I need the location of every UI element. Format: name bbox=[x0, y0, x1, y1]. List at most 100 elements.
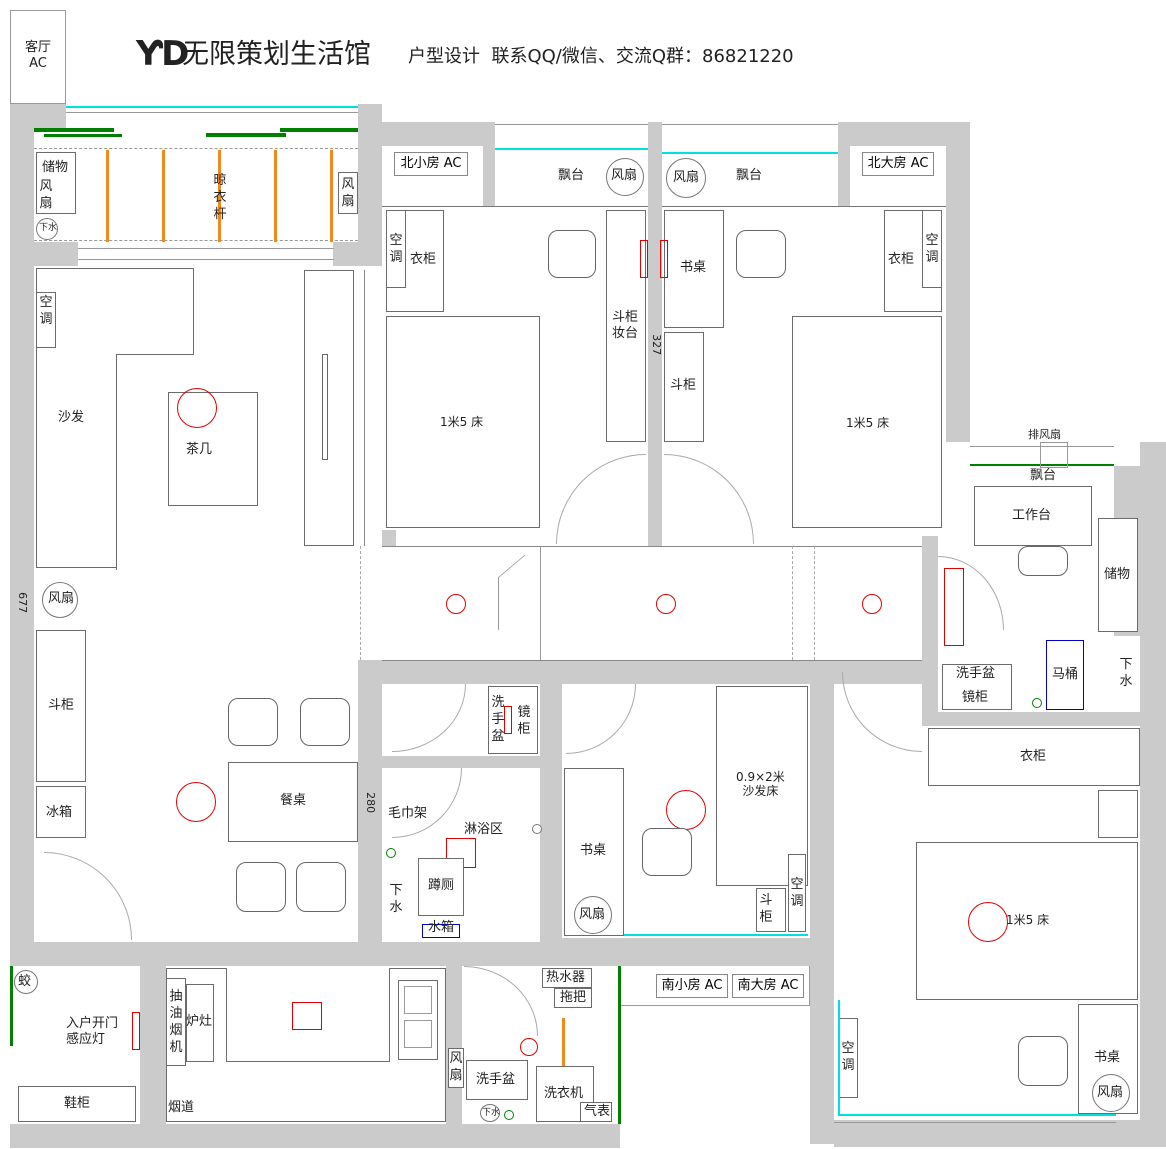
wall-entry-top bbox=[10, 942, 620, 966]
water-tank-label: 水箱 bbox=[428, 920, 455, 935]
study-window bbox=[624, 934, 808, 936]
side-cabinet-label: 斗柜 bbox=[48, 698, 75, 713]
sink-bowl-1 bbox=[404, 986, 432, 1014]
sofa-bed bbox=[716, 686, 808, 886]
wall-bed-bottom bbox=[382, 530, 396, 546]
master-ac-label: 空调 bbox=[841, 1041, 855, 1073]
wall-master-left bbox=[810, 994, 834, 1144]
bath-basin-label: 洗手盆 bbox=[491, 695, 505, 744]
bed2-ac bbox=[922, 210, 942, 288]
north-small-ac: 北小房 AC bbox=[394, 152, 468, 176]
corridor-light-1 bbox=[446, 594, 466, 614]
balcony-sliding-door bbox=[78, 248, 334, 260]
wall-corr-bottom bbox=[358, 660, 938, 684]
bed2-cabinet bbox=[664, 332, 704, 442]
bed1-top-wall bbox=[382, 206, 648, 207]
bath-vanity-switch bbox=[504, 706, 512, 734]
bay1-fan-label: 风扇 bbox=[611, 168, 638, 183]
bay2-fan bbox=[666, 158, 706, 198]
bed1-wardrobe-label: 衣柜 bbox=[410, 252, 437, 267]
wall-kitchen-right bbox=[446, 966, 462, 1124]
living-ac-unit bbox=[10, 10, 66, 104]
bed2-top-wall bbox=[662, 206, 946, 207]
chair-2 bbox=[300, 698, 350, 746]
study-fan-label: 风扇 bbox=[579, 907, 606, 922]
balcony-fan-right bbox=[338, 172, 358, 214]
bed1-dresser bbox=[606, 210, 646, 442]
brand-logo-mark: ƳD bbox=[136, 34, 189, 74]
corridor-light-2 bbox=[656, 594, 676, 614]
entry-door-switch bbox=[132, 1012, 140, 1050]
utility-basin bbox=[466, 1060, 528, 1100]
mop-label: 拖把 bbox=[560, 990, 587, 1005]
south-ac-area bbox=[620, 966, 810, 1006]
wall-master-bath-top bbox=[922, 536, 938, 726]
chair-1 bbox=[228, 698, 278, 746]
bed2-wardrobe-label: 衣柜 bbox=[888, 252, 915, 267]
wall-balcony-bottom bbox=[34, 242, 78, 266]
master-bed-label: 1米5 床 bbox=[1006, 913, 1050, 927]
wall-bottom bbox=[10, 1124, 620, 1148]
bed2-cabinet-label: 斗柜 bbox=[670, 378, 697, 393]
corridor-folding-door bbox=[498, 554, 525, 631]
drain-label: 下水 bbox=[39, 223, 58, 233]
sofa-label: 沙发 bbox=[58, 410, 85, 425]
master-bed bbox=[916, 842, 1138, 1000]
master-nightstand bbox=[1098, 790, 1138, 838]
exhaust-fan bbox=[1040, 442, 1068, 468]
sofa-bed-label: 0.9×2米 沙发床 bbox=[736, 770, 785, 799]
side-cabinet bbox=[36, 630, 86, 782]
wall-bath-mid bbox=[382, 756, 540, 768]
corridor-dash-3 bbox=[360, 546, 361, 660]
balcony-fan-left-label: 风扇 bbox=[39, 179, 53, 211]
ensuite-drain bbox=[1032, 698, 1042, 708]
study-ac-label: 空调 bbox=[790, 877, 804, 909]
living-fan-label: 风扇 bbox=[48, 591, 75, 606]
wall-right-bed2 bbox=[946, 122, 970, 442]
north-big-ac: 北大房 AC bbox=[862, 152, 934, 176]
rack-bar-3 bbox=[218, 150, 221, 242]
tea-light bbox=[177, 388, 217, 428]
utility-basin-label: 洗手盆 bbox=[476, 1072, 516, 1087]
entry-light-label: 入户开门 感应灯 bbox=[66, 1016, 119, 1047]
corridor-top bbox=[382, 546, 922, 547]
bay1-fan bbox=[606, 158, 644, 196]
wall-study-bottom bbox=[562, 938, 810, 966]
master-wardrobe bbox=[928, 728, 1140, 786]
dim-280: 280 bbox=[364, 792, 378, 814]
ensuite-basin-label: 洗手盆 bbox=[956, 666, 996, 681]
bed2-desk-label: 书桌 bbox=[680, 260, 707, 275]
bed1-dresser-label: 斗柜 妆台 bbox=[612, 310, 639, 341]
bed2-desk bbox=[664, 210, 724, 328]
dining-table-label: 餐桌 bbox=[280, 793, 307, 808]
master-door bbox=[842, 672, 922, 752]
washing-machine-label: 洗衣机 bbox=[544, 1086, 584, 1101]
study-cabinet bbox=[756, 888, 786, 932]
shower-head bbox=[532, 824, 542, 834]
corridor-light-3 bbox=[862, 594, 882, 614]
water-heater bbox=[542, 968, 592, 988]
exhaust-fan-label: 排风扇 bbox=[1028, 428, 1061, 441]
dining-table bbox=[228, 762, 358, 842]
study-light bbox=[666, 790, 706, 830]
tea-table-label: 茶几 bbox=[186, 442, 213, 457]
water-tank bbox=[422, 924, 460, 938]
study-door bbox=[566, 684, 636, 754]
wall-right-outer2 bbox=[1140, 442, 1166, 1147]
ensuite-storage bbox=[1098, 518, 1138, 632]
wall-balcony-bottom2 bbox=[333, 242, 382, 266]
study-chair bbox=[642, 828, 692, 876]
entry-small-cabinet bbox=[14, 970, 38, 994]
ensuite-toilet-label: 马桶 bbox=[1052, 667, 1079, 682]
wall-balcony-right bbox=[358, 104, 382, 256]
stove bbox=[186, 984, 214, 1062]
utility-light bbox=[520, 1038, 538, 1056]
bath-vanity bbox=[488, 686, 538, 754]
wall-master-bottom bbox=[834, 1120, 1140, 1147]
ensuite-light-bar bbox=[944, 568, 964, 646]
dim-327: 327 bbox=[650, 334, 664, 356]
mop-sink bbox=[554, 988, 592, 1008]
ensuite-drain-label: 下水 bbox=[1119, 657, 1133, 689]
chair-4 bbox=[296, 862, 346, 912]
balcony-window bbox=[66, 106, 358, 108]
